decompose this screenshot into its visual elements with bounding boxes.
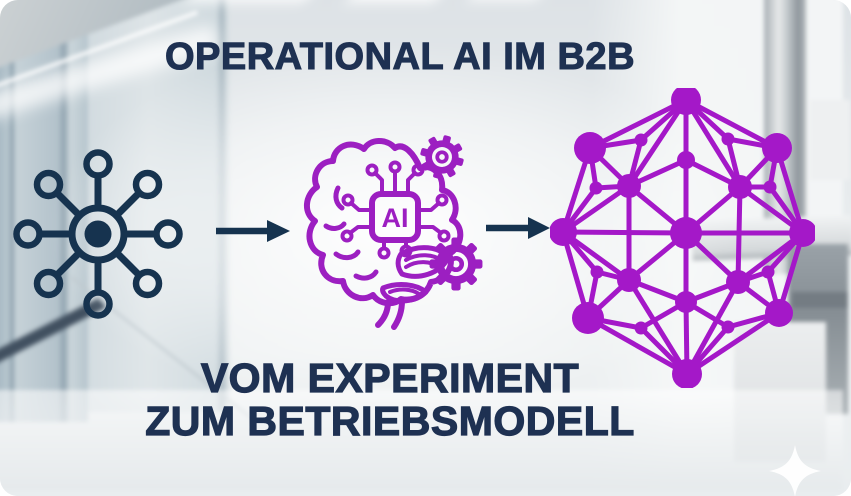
mesh-network-svg xyxy=(549,85,817,389)
ai-chip-label: AI xyxy=(382,203,409,233)
page-title: OPERATIONAL AI IM B2B xyxy=(164,35,636,78)
right-arrow-svg xyxy=(216,220,290,242)
four-point-sparkle-icon xyxy=(766,442,824,496)
footer-line-1: VOM EXPERIMENT xyxy=(200,355,580,401)
hub-spoke-network-icon xyxy=(10,146,186,322)
footer-text: VOM EXPERIMENT ZUM BETRIEBSMODELL xyxy=(45,355,735,444)
ai-brain-with-gears-icon: AI xyxy=(298,130,493,330)
right-arrow-icon xyxy=(483,215,551,241)
hub-spoke-network-svg xyxy=(13,149,183,319)
footer-line-2: ZUM BETRIEBSMODELL xyxy=(145,398,635,444)
ai-brain-svg: AI xyxy=(304,130,493,330)
mesh-network-graph xyxy=(549,85,817,389)
right-arrow-svg xyxy=(486,217,550,239)
gear-icon-bottom xyxy=(430,238,483,291)
sparkle-svg xyxy=(769,445,821,496)
right-arrow-icon xyxy=(213,218,291,244)
mesh-network-icon xyxy=(549,85,817,389)
